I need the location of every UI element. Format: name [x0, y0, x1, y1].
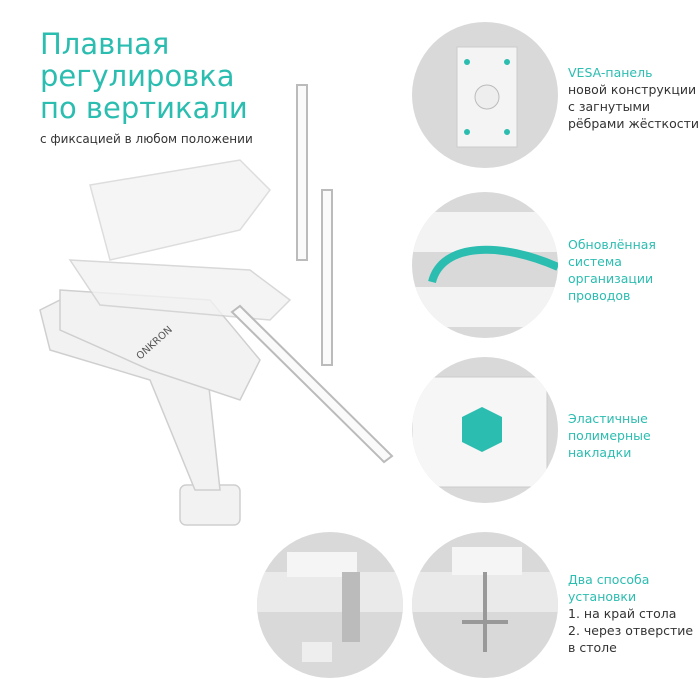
feature-title: система — [568, 254, 622, 269]
feature-title: Два способа — [568, 572, 650, 587]
feature-cables: Обновлённая система организации проводов — [568, 236, 656, 304]
feature-mounting: Два способа установки 1. на край стола 2… — [568, 571, 693, 656]
feature-title: организации — [568, 271, 654, 286]
feature-text: с загнутыми — [568, 99, 650, 114]
feature-text: в столе — [568, 640, 617, 655]
feature-pads: Эластичные полимерные накладки — [568, 410, 651, 461]
feature-title: полимерные — [568, 428, 651, 443]
feature-title: проводов — [568, 288, 631, 303]
subtitle: с фиксацией в любом положении — [40, 132, 253, 146]
polymer-pads-photo — [412, 357, 558, 503]
feature-title: Обновлённая — [568, 237, 656, 252]
feature-text: рёбрами жёсткости — [568, 116, 700, 131]
through-hole-photo — [412, 532, 558, 678]
arm-segment-high — [89, 159, 271, 261]
cable-management-photo — [412, 192, 558, 338]
desk-clamp-base — [179, 484, 241, 526]
headline: Плавная регулировка по вертикали — [40, 28, 248, 124]
feature-title: VESA-панель — [568, 65, 653, 80]
feature-text: 1. на край стола — [568, 606, 677, 621]
monitor-arm-illustration: ONKRON — [39, 84, 394, 526]
monitor-tilted — [230, 304, 394, 464]
feature-text: 2. через отверстие — [568, 623, 694, 638]
edge-clamp-photo — [257, 532, 403, 678]
feature-vesa: VESA-панель новой конструкции с загнутым… — [568, 64, 699, 132]
feature-title: установки — [568, 589, 637, 604]
monitor-top — [296, 84, 308, 261]
arm-segment-mid — [68, 259, 292, 321]
feature-title: Эластичные — [568, 411, 648, 426]
headline-line: по вертикали — [40, 91, 248, 125]
headline-line: Плавная — [40, 27, 170, 61]
headline-line: регулировка — [40, 59, 235, 93]
vesa-panel-photo — [412, 22, 558, 168]
feature-title: накладки — [568, 445, 632, 460]
feature-text: новой конструкции — [568, 82, 697, 97]
monitor-mid — [321, 189, 333, 366]
